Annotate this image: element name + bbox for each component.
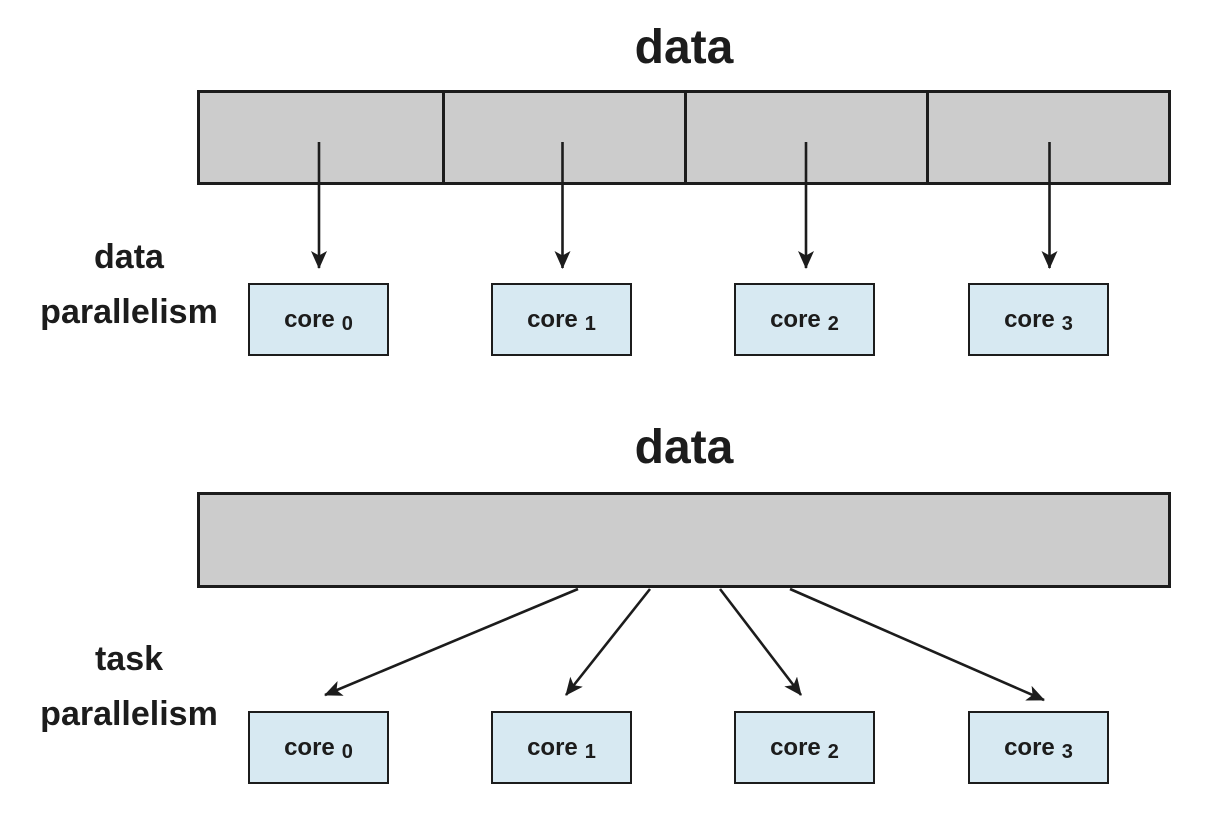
data-bar-whole — [197, 492, 1171, 588]
data-parallelism-label: data parallelism — [9, 230, 249, 340]
core-label: core — [770, 305, 821, 333]
core-box: core 3 — [968, 283, 1109, 356]
core-box: core 1 — [491, 283, 632, 356]
data-parallelism-label-line2: parallelism — [40, 293, 218, 331]
data-bar-segmented — [197, 90, 1171, 185]
bar-segment-divider — [926, 93, 929, 182]
arrow-bar-to-core1 — [564, 588, 652, 696]
core-index: 2 — [827, 313, 839, 335]
task-parallelism-label: task parallelism — [9, 632, 249, 742]
task-parallelism-arrows — [324, 587, 1045, 702]
arrow-bar-to-core2 — [718, 588, 803, 696]
core-index: 0 — [341, 313, 353, 335]
arrow-bar-to-core3 — [789, 587, 1045, 702]
bar-segment-divider — [684, 93, 687, 182]
data-bar-title-top: data — [634, 21, 734, 74]
core-box: core 2 — [734, 283, 875, 356]
core-index: 1 — [584, 741, 596, 763]
arrow-bar-to-core0 — [324, 587, 579, 697]
core-label: core — [284, 305, 335, 333]
data-bar-title-bottom: data — [634, 421, 734, 474]
core-box: core 3 — [968, 711, 1109, 784]
core-label: core — [770, 733, 821, 761]
core-box: core 0 — [248, 711, 389, 784]
core-label: core — [284, 733, 335, 761]
core-label: core — [527, 733, 578, 761]
core-label: core — [527, 305, 578, 333]
core-label: core — [1004, 733, 1055, 761]
core-box: core 0 — [248, 283, 389, 356]
bar-segment-divider — [442, 93, 445, 182]
core-index: 0 — [341, 741, 353, 763]
task-parallelism-label-line1: task — [94, 640, 164, 678]
core-box: core 1 — [491, 711, 632, 784]
core-box: core 2 — [734, 711, 875, 784]
core-index: 2 — [827, 741, 839, 763]
task-parallelism-label-line2: parallelism — [40, 695, 218, 733]
core-index: 3 — [1061, 313, 1073, 335]
core-label: core — [1004, 305, 1055, 333]
core-index: 3 — [1061, 741, 1073, 763]
core-index: 1 — [584, 313, 596, 335]
data-parallelism-label-line1: data — [94, 238, 164, 276]
